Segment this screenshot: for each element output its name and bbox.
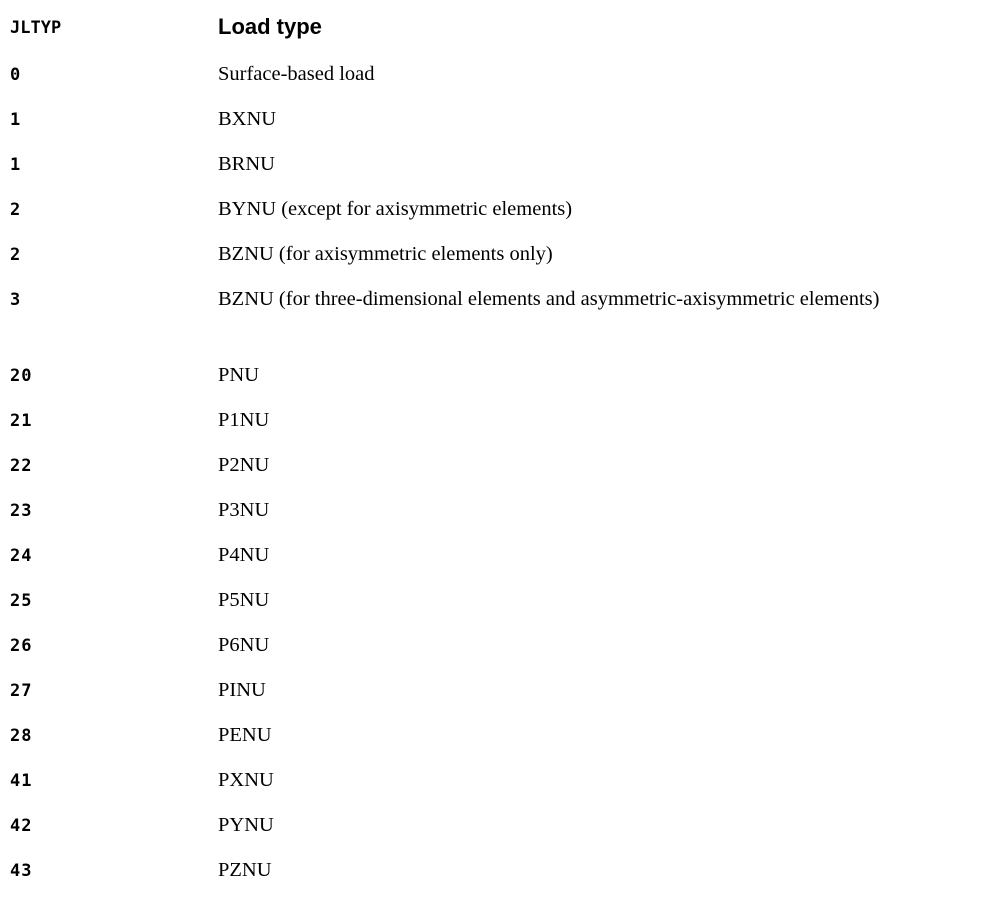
table-row: 22 P2NU [10, 443, 980, 488]
row-code: 1 [10, 155, 22, 175]
row-description: BZNU (for three-dimensional elements and… [218, 288, 880, 310]
row-description: PZNU [218, 859, 272, 881]
header-jltyp: JLTYP [10, 18, 62, 38]
row-description: PYNU [218, 814, 274, 836]
row-code: 2 [10, 200, 22, 220]
row-code: 1 [10, 110, 22, 130]
table-row: 24 P4NU [10, 533, 980, 578]
row-description: BYNU (except for axisymmetric elements) [218, 198, 573, 220]
row-code: 27 [10, 681, 33, 701]
table-row: 27 PINU [10, 668, 980, 713]
row-description: PENU [218, 724, 272, 746]
row-description: P2NU [218, 454, 270, 476]
row-code: 21 [10, 411, 33, 431]
row-code: 43 [10, 861, 33, 881]
row-code: 3 [10, 290, 22, 310]
table-row: 26 P6NU [10, 623, 980, 668]
table-row: 3 BZNU (for three-dimensional elements a… [10, 277, 980, 353]
row-code: 42 [10, 816, 33, 836]
table-header: JLTYP Load type [10, 10, 980, 52]
table-row: 21 P1NU [10, 398, 980, 443]
row-description: P6NU [218, 634, 270, 656]
table-row: 2 BYNU (except for axisymmetric elements… [10, 187, 980, 232]
row-description: P3NU [218, 499, 270, 521]
row-code: 26 [10, 636, 33, 656]
row-description: P4NU [218, 544, 270, 566]
row-description: Surface-based load [218, 63, 375, 85]
row-code: 28 [10, 726, 33, 746]
table-row: 1 BRNU [10, 142, 980, 187]
table-row: 43 PZNU [10, 848, 980, 893]
table-row: 23 P3NU [10, 488, 980, 533]
table-row: 25 P5NU [10, 578, 980, 623]
row-code: 25 [10, 591, 33, 611]
row-code: 41 [10, 771, 33, 791]
table-row: 2 BZNU (for axisymmetric elements only) [10, 232, 980, 277]
header-load-type: Load type [218, 14, 322, 39]
row-code: 22 [10, 456, 33, 476]
row-description: BXNU [218, 108, 277, 130]
row-description: P1NU [218, 409, 270, 431]
table-row: 41 PXNU [10, 758, 980, 803]
table-row: 1 BXNU [10, 97, 980, 142]
row-description: PNU [218, 364, 260, 386]
row-code: 24 [10, 546, 33, 566]
row-code: 2 [10, 245, 22, 265]
table-row: 20 PNU [10, 353, 980, 398]
table-row: 42 PYNU [10, 803, 980, 848]
load-type-table: JLTYP Load type 0 Surface-based load 1 B… [10, 10, 980, 893]
row-code: 20 [10, 366, 33, 386]
row-description: P5NU [218, 589, 270, 611]
row-description: BZNU (for axisymmetric elements only) [218, 243, 553, 265]
row-code: 0 [10, 65, 22, 85]
row-code: 23 [10, 501, 33, 521]
row-description: BRNU [218, 153, 275, 175]
row-description: PXNU [218, 769, 274, 791]
table-row: 28 PENU [10, 713, 980, 758]
row-description: PINU [218, 679, 266, 701]
table-row: 0 Surface-based load [10, 52, 980, 97]
